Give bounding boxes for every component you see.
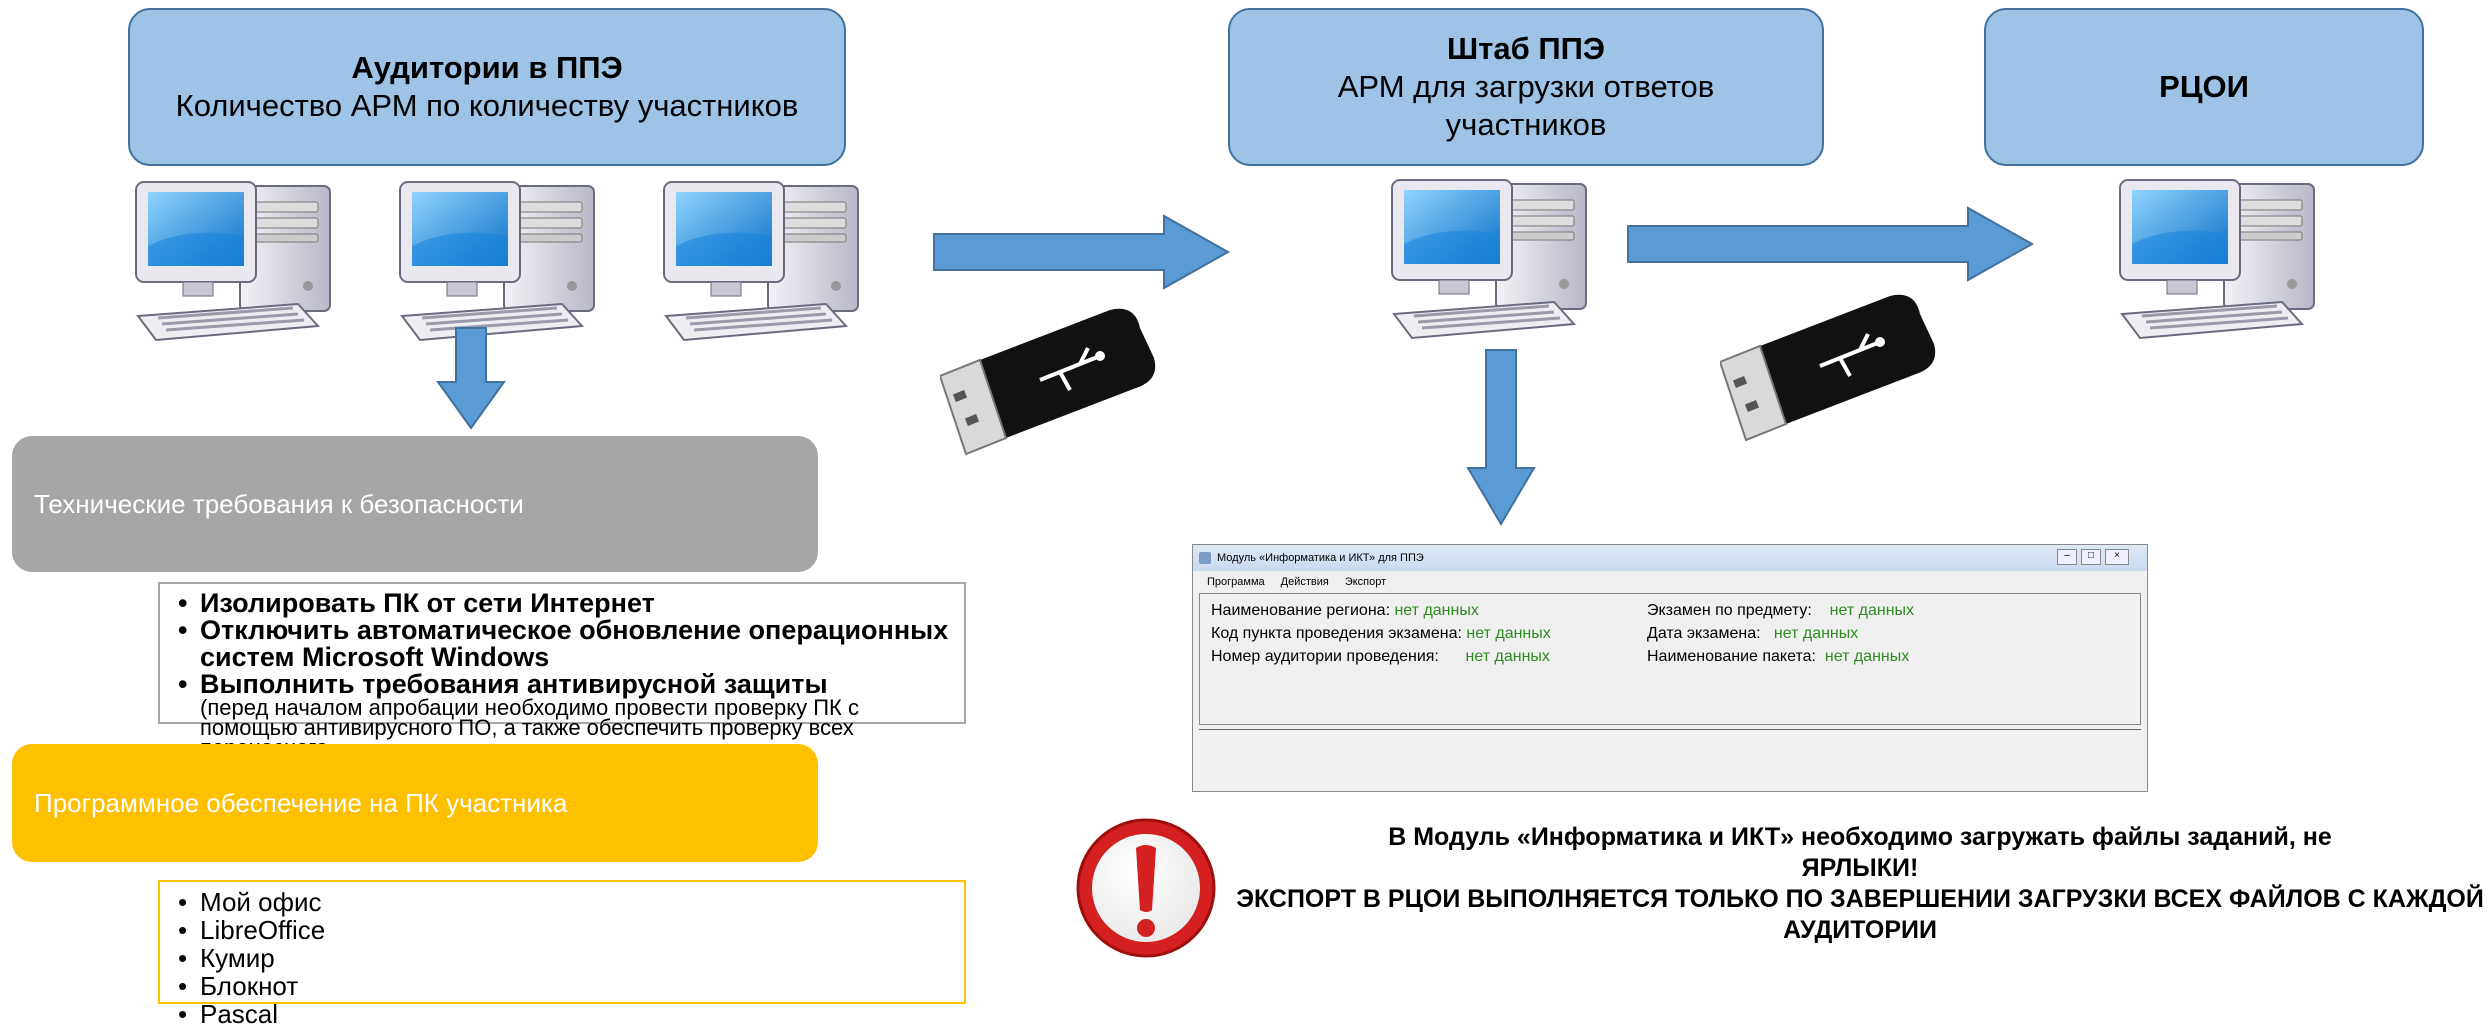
header-shtab: Штаб ППЭ АРМ для загрузки ответов участн… xyxy=(1228,8,1824,166)
list-item: Выполнить требования антивирусной защиты… xyxy=(178,669,952,759)
list-item: Изолировать ПК от сети Интернет xyxy=(178,590,952,618)
code-value: нет данных xyxy=(1466,625,1551,642)
computer-icon xyxy=(662,180,860,342)
list-item: Кумир xyxy=(178,944,952,972)
header-rcoi-title: РЦОИ xyxy=(2159,69,2249,104)
menu-item-deistviya[interactable]: Действия xyxy=(1280,576,1329,588)
software-list: Мой офис LibreOffice Кумир Блокнот Pasca… xyxy=(158,880,966,1028)
date-value: нет данных xyxy=(1773,625,1859,642)
module-window: Модуль «Информатика и ИКТ» для ППЭ – □ ×… xyxy=(1192,544,2148,792)
warning-icon xyxy=(1076,818,1216,958)
room-label: Номер аудитории проведения: xyxy=(1211,648,1439,665)
window-title: Модуль «Информатика и ИКТ» для ППЭ xyxy=(1217,552,1424,564)
region-label: Наименование региона: xyxy=(1211,602,1391,619)
header-shtab-title: Штаб ППЭ xyxy=(1447,31,1605,66)
header-auditorii-title: Аудитории в ППЭ xyxy=(351,50,623,85)
arrow-right-icon xyxy=(933,214,1231,290)
subject-label: Экзамен по предмету: xyxy=(1647,602,1812,619)
menu-item-export[interactable]: Экспорт xyxy=(1344,576,1387,588)
security-banner: Технические требования к безопасности xyxy=(12,436,818,572)
arrow-down-icon xyxy=(436,327,506,430)
arrow-down-icon xyxy=(1466,349,1536,526)
header-auditorii-subtitle: Количество АРМ по количеству участников xyxy=(175,88,799,123)
menu-item-programma[interactable]: Программа xyxy=(1207,576,1265,588)
list-item: Pascal xyxy=(178,1000,952,1028)
app-icon xyxy=(1199,552,1211,564)
window-controls: – □ × xyxy=(2057,549,2129,565)
date-label: Дата экзамена: xyxy=(1647,625,1761,642)
computer-icon xyxy=(1390,178,1588,340)
warning-line2: ЭКСПОРТ В РЦОИ ВЫПОЛНЯЕТСЯ ТОЛЬКО ПО ЗАВ… xyxy=(1236,885,2484,944)
usb-drive-icon xyxy=(940,306,1158,456)
list-item-label: Выполнить требования антивирусной защиты xyxy=(200,669,828,699)
header-rcoi: РЦОИ xyxy=(1984,8,2424,166)
close-icon[interactable]: × xyxy=(2105,549,2129,565)
security-list: Изолировать ПК от сети Интернет Отключит… xyxy=(158,582,966,759)
header-auditorii: Аудитории в ППЭ Количество АРМ по количе… xyxy=(128,8,846,166)
warning-line1: В Модуль «Информатика и ИКТ» необходимо … xyxy=(1388,823,2332,882)
room-value: нет данных xyxy=(1465,648,1550,665)
security-note: (перед началом апробации необходимо пров… xyxy=(200,695,859,759)
package-value: нет данных xyxy=(1824,648,1910,665)
minimize-icon[interactable]: – xyxy=(2057,549,2077,565)
content-area xyxy=(1199,729,2141,791)
list-item: Мой офис xyxy=(178,888,952,916)
computer-icon xyxy=(398,180,596,342)
list-item: Отключить автоматическое обновление опер… xyxy=(178,617,952,671)
code-label: Код пункта проведения экзамена: xyxy=(1211,625,1462,642)
package-label: Наименование пакета: xyxy=(1647,648,1816,665)
usb-drive-icon xyxy=(1720,292,1938,442)
header-shtab-subtitle: АРМ для загрузки ответов участников xyxy=(1337,69,1715,142)
info-fields-left: Наименование региона: нет данных Код пун… xyxy=(1211,599,1551,668)
region-value: нет данных xyxy=(1394,602,1479,619)
info-panel xyxy=(1199,593,2141,725)
security-banner-label: Технические требования к безопасности xyxy=(34,488,524,519)
list-item: LibreOffice xyxy=(178,916,952,944)
software-banner-label: Программное обеспечение на ПК участника xyxy=(34,787,568,818)
software-banner: Программное обеспечение на ПК участника xyxy=(12,744,818,862)
info-fields-right: Экзамен по предмету: нет данных Дата экз… xyxy=(1647,599,1914,668)
subject-value: нет данных xyxy=(1829,602,1915,619)
arrow-right-icon xyxy=(1627,206,2035,282)
window-menubar: Программа Действия Экспорт xyxy=(1193,571,2147,593)
warning-text: В Модуль «Информатика и ИКТ» необходимо … xyxy=(1236,822,2484,946)
maximize-icon[interactable]: □ xyxy=(2081,549,2101,565)
computer-icon xyxy=(134,180,332,342)
window-titlebar: Модуль «Информатика и ИКТ» для ППЭ – □ × xyxy=(1193,545,2147,571)
list-item: Блокнот xyxy=(178,972,952,1000)
computer-icon xyxy=(2118,178,2316,340)
